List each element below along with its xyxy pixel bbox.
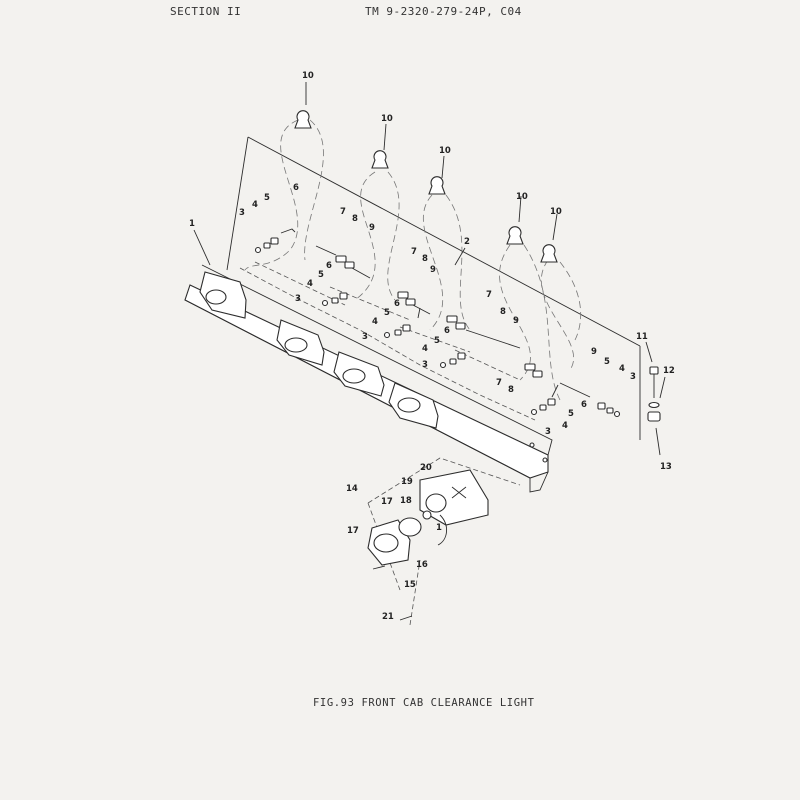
callout-6: 6 [293,183,299,193]
callout-5: 5 [434,336,440,346]
clearance-light-3 [333,351,385,397]
callout-6: 6 [581,400,587,410]
clearance-light-4 [388,382,439,429]
mounting-bolt-set [647,366,661,422]
callout-5: 5 [568,409,574,419]
callout-9: 9 [430,265,436,275]
clearance-lights [199,271,439,429]
callout-13: 13 [660,462,672,472]
callout-11: 11 [636,332,648,342]
callout-6: 6 [444,326,450,336]
callout-4: 4 [372,317,378,327]
callout-4: 4 [422,344,428,354]
callout-19: 19 [401,477,413,487]
wire-harness-paths [239,119,582,421]
callout-numbers: 10 10 10 10 10 1 2 3 4 5 6 7 8 9 6 5 4 3… [189,71,675,622]
callout-12: 12 [663,366,675,376]
callout-16: 16 [416,560,428,570]
callout-3: 3 [630,372,636,382]
callout-5: 5 [604,357,610,367]
callout-10: 10 [516,192,528,202]
figure-caption: FIG.93 FRONT CAB CLEARANCE LIGHT [313,697,535,709]
callout-4: 4 [252,200,258,210]
callout-6: 6 [326,261,332,271]
callout-2: 2 [464,237,470,247]
callout-10: 10 [302,71,314,81]
exploded-light-assembly [367,457,521,626]
callout-1: 1 [436,523,442,533]
callout-8: 8 [352,214,358,224]
callout-6: 6 [394,299,400,309]
callout-7: 7 [486,290,492,300]
section-label: SECTION II [170,5,242,18]
callout-8: 8 [508,385,514,395]
callout-3: 3 [239,208,245,218]
callout-9: 9 [369,223,375,233]
callout-15: 15 [404,580,416,590]
callout-10: 10 [550,207,562,217]
callout-9: 9 [591,347,597,357]
connector-hardware [254,228,621,418]
callout-3: 3 [362,332,368,342]
callout-4: 4 [619,364,625,374]
callout-8: 8 [500,307,506,317]
leader-lines [193,82,666,456]
assembly-outline [226,136,641,440]
clearance-light-2 [276,319,325,366]
callout-4: 4 [307,279,313,289]
callout-10: 10 [381,114,393,124]
callout-20: 20 [420,463,432,473]
callout-5: 5 [384,308,390,318]
callout-21: 21 [382,612,394,622]
callout-18: 18 [400,496,412,506]
callout-3: 3 [295,294,301,304]
clearance-light-1 [199,271,247,319]
callout-1: 1 [189,219,195,229]
callout-5: 5 [264,193,270,203]
callout-7: 7 [496,378,502,388]
callout-17: 17 [347,526,359,536]
wire-clips [294,110,558,263]
callout-14: 14 [346,484,358,494]
callout-7: 7 [340,207,346,217]
callout-4: 4 [562,421,568,431]
callout-3: 3 [545,427,551,437]
manual-number: TM 9-2320-279-24P, C04 [365,5,522,18]
callout-17: 17 [381,497,393,507]
callout-5: 5 [318,270,324,280]
callout-7: 7 [411,247,417,257]
callout-8: 8 [422,254,428,264]
callout-9: 9 [513,316,519,326]
callout-3: 3 [422,360,428,370]
callout-10: 10 [439,146,451,156]
